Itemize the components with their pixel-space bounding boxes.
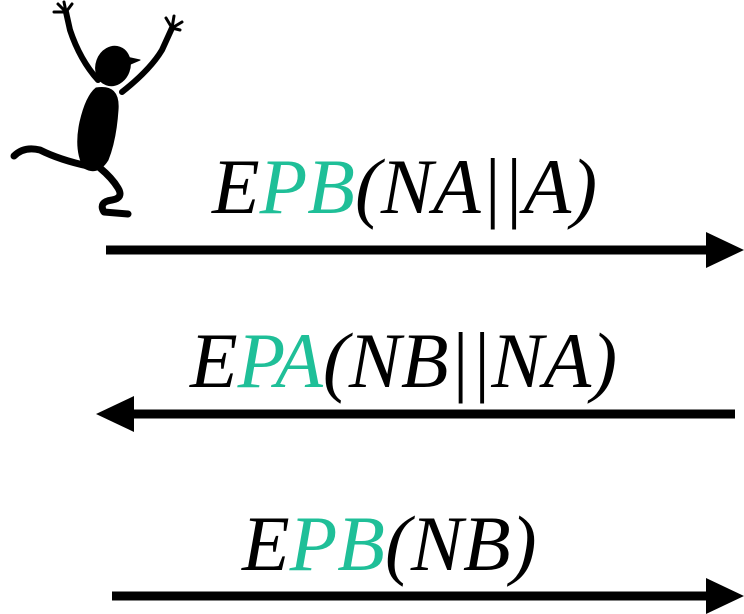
arrow-left-2 [96, 396, 735, 432]
message-label-2: EPA(NB||NA) [190, 322, 617, 400]
message-2-key: PA [237, 317, 323, 404]
message-1-key: PB [259, 143, 355, 230]
message-3-key: PB [289, 500, 385, 587]
message-3-payload: (NB) [384, 500, 537, 587]
message-label-1: EPB(NA||A) [212, 148, 597, 226]
message-2-payload: (NB||NA) [322, 317, 618, 404]
arrow-right-3 [112, 578, 744, 614]
dancing-person-icon [10, 0, 184, 218]
message-1-prefix: E [212, 143, 260, 230]
message-2-prefix: E [190, 317, 238, 404]
message-3-prefix: E [242, 500, 290, 587]
message-label-3: EPB(NB) [242, 505, 537, 583]
arrow-right-1 [106, 232, 744, 268]
message-1-payload: (NA||A) [354, 143, 598, 230]
